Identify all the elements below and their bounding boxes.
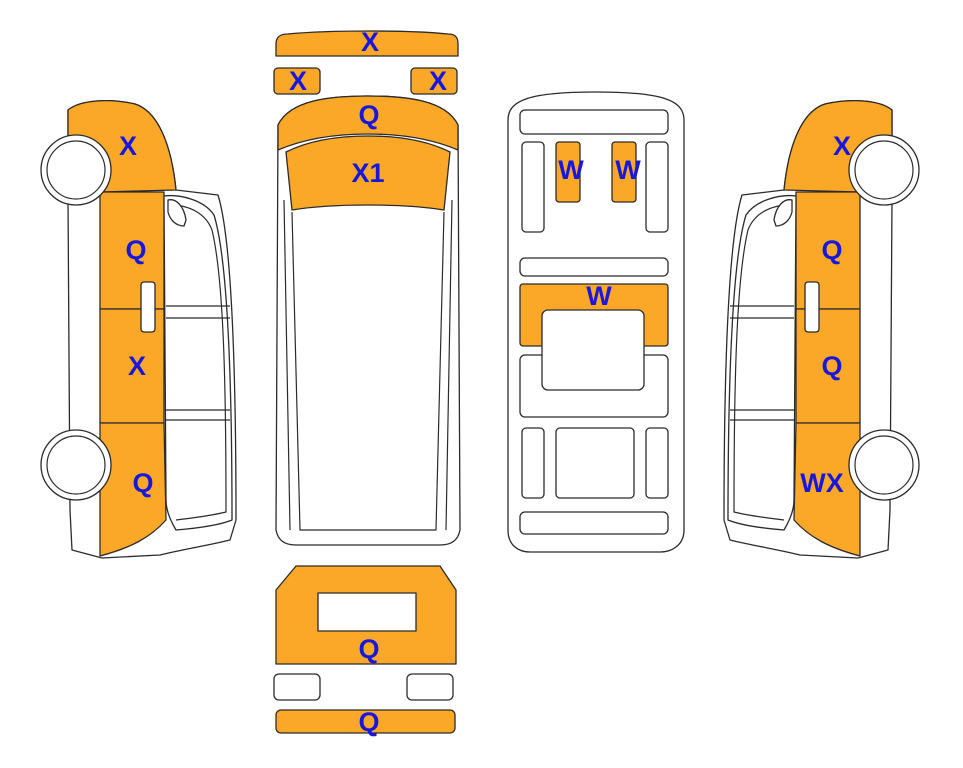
roof-front-strip: [275, 30, 459, 57]
hood-code: Q: [358, 100, 379, 130]
right-side-view: X Q Q WX: [723, 100, 920, 559]
right-front-door-code: Q: [821, 235, 842, 265]
left-mirror-code: X: [289, 66, 307, 96]
right-rear-quarter-code: WX: [800, 468, 844, 498]
left-rear-quarter: [99, 422, 167, 557]
right-rear-quarter: [793, 422, 861, 557]
left-side-window-frame: [163, 194, 233, 531]
right-front-seat-code: W: [615, 155, 641, 185]
roof-front-strip-code: X: [361, 27, 379, 57]
right-side-window-frame: [727, 194, 797, 531]
right-front-seat: [611, 141, 637, 203]
left-front-seat-code: W: [558, 155, 584, 185]
front-view: X X X Q X1: [273, 27, 461, 546]
left-mirror: [273, 67, 321, 95]
right-front-fender-code: X: [833, 131, 851, 161]
left-rear-wheel: [40, 429, 112, 501]
windshield-code: X1: [351, 158, 384, 188]
middle-floor-code: W: [586, 281, 612, 311]
right-mirror: [410, 67, 458, 95]
left-tail-light: [273, 673, 321, 701]
rear-bumper-code: Q: [358, 707, 379, 737]
right-rear-wheel: [848, 429, 920, 501]
right-front-wheel: [848, 134, 920, 206]
left-rear-side-panel-code: X: [128, 351, 146, 381]
right-rear-side-panel-code: Q: [821, 351, 842, 381]
left-door-handle: [140, 281, 156, 333]
tailgate-code: Q: [358, 634, 379, 664]
right-tail-light: [406, 673, 454, 701]
left-rear-quarter-code: Q: [132, 468, 153, 498]
rear-view: Q Q: [273, 565, 457, 737]
middle-floor-panel: [541, 309, 645, 391]
right-mirror-code: X: [429, 66, 447, 96]
left-side-view: X Q X Q: [40, 100, 237, 559]
rear-window: [317, 592, 417, 632]
interior-view: W W W: [507, 91, 685, 553]
left-front-door-code: Q: [125, 235, 146, 265]
left-front-fender-code: X: [119, 131, 137, 161]
rear-bumper: [275, 709, 456, 734]
left-front-wheel: [40, 134, 112, 206]
windshield: [285, 135, 451, 211]
hood: [277, 95, 459, 151]
left-front-seat: [555, 141, 581, 203]
right-door-handle: [804, 281, 820, 333]
